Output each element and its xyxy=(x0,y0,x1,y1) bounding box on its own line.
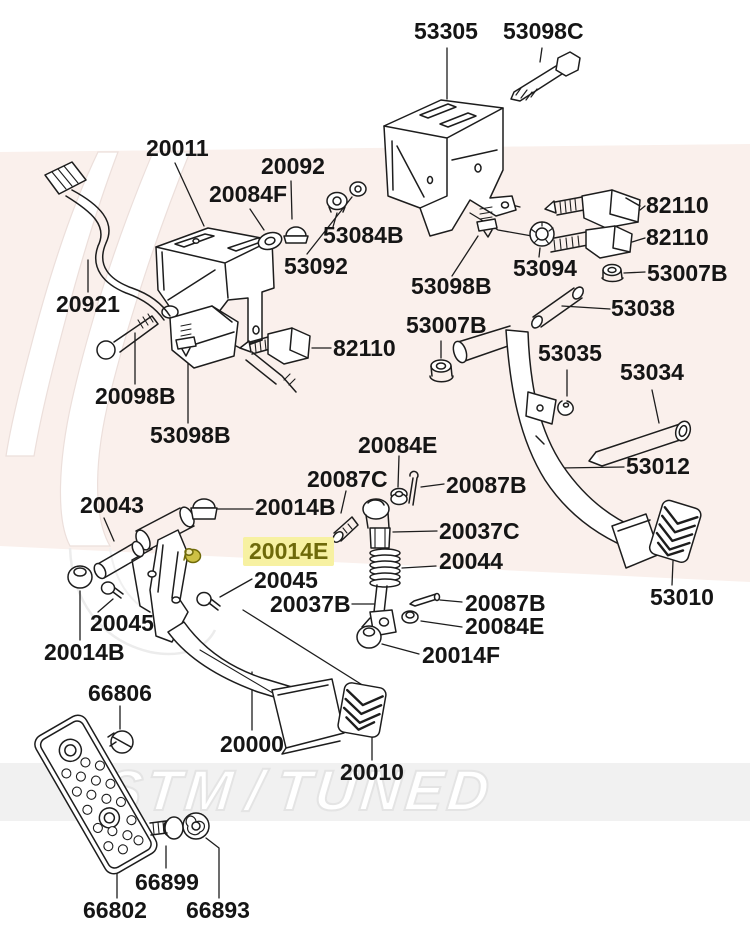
part-label-20921: 20921 xyxy=(56,291,120,317)
part-20084f-washer xyxy=(257,231,283,251)
part-label-53007b-2: 53007B xyxy=(406,312,487,338)
part-20045-bolt-left xyxy=(100,581,124,599)
part-label-20045-1: 20045 xyxy=(254,567,318,593)
part-label-20014b-1: 20014B xyxy=(255,494,336,520)
part-20045-bolt-center xyxy=(196,591,221,611)
part-20084e-ring-lower xyxy=(401,610,419,624)
part-20087b-cotter-pin-upper xyxy=(408,470,419,506)
part-label-20098b: 20098B xyxy=(95,383,176,409)
part-label-66806: 66806 xyxy=(88,680,152,706)
part-label-20084e-2: 20084E xyxy=(465,613,545,639)
part-20087c-pin xyxy=(332,516,359,544)
part-label-53035: 53035 xyxy=(538,340,602,366)
part-label-66899: 66899 xyxy=(135,869,199,895)
part-20014b-cap-nut-center xyxy=(190,498,218,520)
part-20098b-bolt xyxy=(96,313,159,360)
part-20014f-grommet xyxy=(356,625,382,649)
part-label-20011: 20011 xyxy=(146,135,209,161)
part-20014e-bushing-highlighted xyxy=(183,548,202,564)
part-53084b-flange-nut xyxy=(326,191,348,213)
part-20044-spring xyxy=(369,548,401,588)
part-82110-switch-1 xyxy=(544,189,641,229)
part-label-20010: 20010 xyxy=(340,759,404,785)
part-label-20087b-2: 20087B xyxy=(465,590,546,616)
part-label-20087c: 20087C xyxy=(307,466,388,492)
part-label-66802: 66802 xyxy=(83,897,147,923)
part-53098c-bolt xyxy=(510,51,581,102)
part-label-53094: 53094 xyxy=(513,255,577,281)
part-20010-pedal-pad xyxy=(337,682,387,738)
part-66893-toothed-ring xyxy=(182,812,210,840)
part-label-20014b-2: 20014B xyxy=(44,639,125,665)
part-20037c-clevis xyxy=(362,498,391,549)
part-label-82110-1: 82110 xyxy=(646,192,709,218)
part-label-53305: 53305 xyxy=(414,18,478,44)
part-label-53038: 53038 xyxy=(611,295,675,321)
part-82110-switch-3 xyxy=(239,327,311,365)
part-20092-cap-nut xyxy=(283,226,309,244)
part-53092-nut xyxy=(349,181,367,197)
part-53305-support-bracket xyxy=(383,99,517,237)
part-label-20092: 20092 xyxy=(261,153,325,179)
part-label-20044: 20044 xyxy=(439,548,503,574)
part-label-82110-2: 82110 xyxy=(646,224,709,250)
part-20087b-pin-lower xyxy=(409,592,441,607)
part-66802-accelerator-pad xyxy=(34,714,158,875)
part-label-53098b-1: 53098B xyxy=(150,422,231,448)
part-label-53034: 53034 xyxy=(620,359,684,385)
part-label-53010: 53010 xyxy=(650,584,714,610)
part-20043-shaft xyxy=(93,540,145,580)
part-53010-pedal-pad xyxy=(648,499,702,563)
part-20014b-bushing-left xyxy=(67,565,93,589)
part-20000-clutch-pedal xyxy=(131,506,345,755)
part-53007b-nut-left xyxy=(429,359,454,383)
part-20084e-ring-upper xyxy=(390,487,408,506)
part-label-20084f: 20084F xyxy=(209,181,288,207)
part-53098b-screw-top xyxy=(476,206,498,238)
part-82110-switch-2 xyxy=(548,225,633,259)
part-label-20084e-1: 20084E xyxy=(358,432,438,458)
part-53038-pin xyxy=(531,286,584,329)
part-53035-clip xyxy=(557,400,574,416)
part-label-53098b-2: 53098B xyxy=(411,273,492,299)
part-label-20087b-1: 20087B xyxy=(446,472,527,498)
part-label-66893: 66893 xyxy=(186,897,250,923)
part-53094-ring xyxy=(529,221,555,247)
part-53012-brake-pedal xyxy=(452,325,661,569)
part-53034-pad xyxy=(588,420,692,467)
part-label-82110-3: 82110 xyxy=(333,335,396,361)
part-66899-bolt xyxy=(149,816,184,840)
part-label-53098c: 53098C xyxy=(503,18,584,44)
part-label-53084b: 53084B xyxy=(323,222,404,248)
leader-lines xyxy=(79,47,674,899)
part-53098b-screw-left xyxy=(175,323,197,357)
part-20921-switch-harness xyxy=(44,161,297,393)
part-53007b-nut-right xyxy=(601,263,624,283)
part-label-20014e-highlighted: 20014E xyxy=(243,537,335,566)
part-label-53092: 53092 xyxy=(284,253,348,279)
part-label-20045-2: 20045 xyxy=(90,610,154,636)
part-66806-screw xyxy=(107,730,134,754)
part-label-20000: 20000 xyxy=(220,731,284,757)
part-label-20037b: 20037B xyxy=(270,591,351,617)
part-label-20014f: 20014F xyxy=(422,642,501,668)
part-label-53012: 53012 xyxy=(626,453,690,479)
part-label-20043: 20043 xyxy=(80,492,144,518)
part-label-53007b-1: 53007B xyxy=(647,260,728,286)
part-label-20037c: 20037C xyxy=(439,518,520,544)
